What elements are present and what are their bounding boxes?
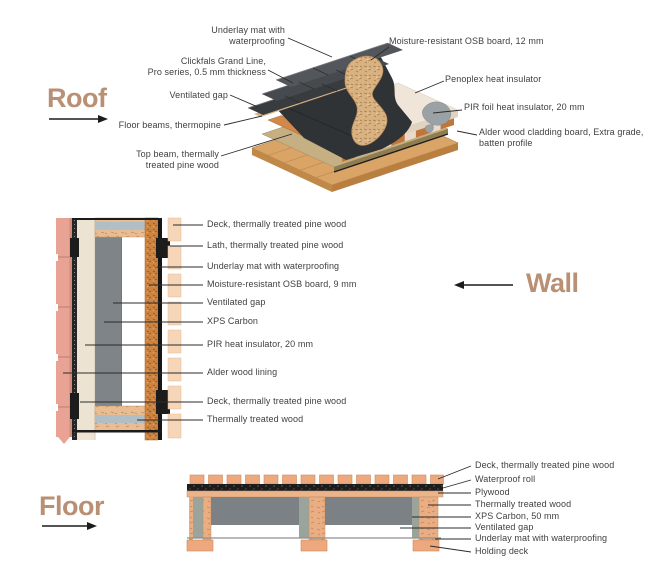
holding-deck-blocks	[186, 539, 440, 552]
wall-label-osb-board: Moisture-resistant OSB board, 9 mm	[207, 279, 357, 289]
deck-strips	[167, 217, 182, 439]
osb-board-piece	[344, 55, 388, 146]
deck-boards	[189, 474, 444, 485]
wall-illustration	[54, 217, 182, 444]
joists	[189, 496, 439, 541]
wall-label-alder-lining: Alder wood lining	[207, 367, 278, 377]
floor-label-underlay-mat: Underlay mat with waterproofing	[475, 533, 608, 543]
roof-label-floor-beams: Floor beams, thermopine	[118, 120, 221, 130]
wall-label-deck-bottom: Deck, thermally treated pine wood	[207, 396, 347, 406]
roof-label-clickfals: Clickfals Grand Line, Pro series, 0.5 mm…	[147, 56, 266, 77]
wall-label-ventilated-gap: Ventilated gap	[207, 297, 266, 307]
pir-insulation	[77, 218, 95, 440]
floor-label-thermally-treated: Thermally treated wood	[475, 499, 572, 509]
waterproof-roll	[187, 484, 443, 491]
floor-section-title: Floor	[39, 491, 105, 521]
wall-label-lath: Lath, thermally treated pine wood	[207, 240, 344, 250]
floor-illustration	[186, 474, 444, 552]
roof-label-ventilated-gap: Ventilated gap	[169, 90, 228, 100]
roof-label-top-beam: Top beam, thermally treated pine wood	[136, 149, 219, 170]
floor-label-ventilated-gap: Ventilated gap	[475, 522, 534, 532]
roof-illustration	[247, 42, 459, 192]
pir-foil-blob	[422, 101, 451, 133]
xps-carbon-slab	[95, 237, 122, 406]
floor-label-holding-deck: Holding deck	[475, 546, 529, 556]
wall-label-underlay-mat: Underlay mat with waterproofing	[207, 261, 340, 271]
wall-arrow-icon	[454, 281, 513, 289]
floor-label-waterproof-roll: Waterproof roll	[475, 474, 536, 484]
floor-arrow-icon	[42, 522, 97, 530]
roof-label-penoplex: Penoplex heat insulator	[445, 74, 542, 84]
underlay-strip	[158, 218, 162, 440]
wall-label-pir-insulator: PIR heat insulator, 20 mm	[207, 339, 314, 349]
roof-section-title: Roof	[47, 83, 107, 113]
floor-label-deck: Deck, thermally treated pine wood	[475, 460, 615, 470]
roof-label-osb-board: Moisture-resistant OSB board, 12 mm	[389, 36, 544, 46]
plywood-layer	[186, 490, 444, 498]
roof-arrow-icon	[49, 115, 108, 123]
wall-label-thermally-treated: Thermally treated wood	[207, 414, 304, 424]
ventilated-gap	[122, 237, 145, 406]
wall-label-xps-carbon: XPS Carbon	[207, 316, 259, 326]
floor-label-plywood: Plywood	[475, 487, 510, 497]
roof-label-pir-foil: PIR foil heat insulator, 20 mm	[464, 102, 585, 112]
xps-carbon-blocks	[211, 497, 412, 525]
floor-label-xps-carbon: XPS Carbon, 50 mm	[475, 511, 560, 521]
alder-lining	[54, 218, 72, 444]
roof-label-underlay-mat: Underlay mat with waterproofing	[211, 25, 285, 46]
roof-label-alder-cladding: Alder wood cladding board, Extra grade, …	[479, 127, 644, 148]
wall-label-deck-top: Deck, thermally treated pine wood	[207, 219, 347, 229]
wall-section-title: Wall	[526, 268, 579, 298]
